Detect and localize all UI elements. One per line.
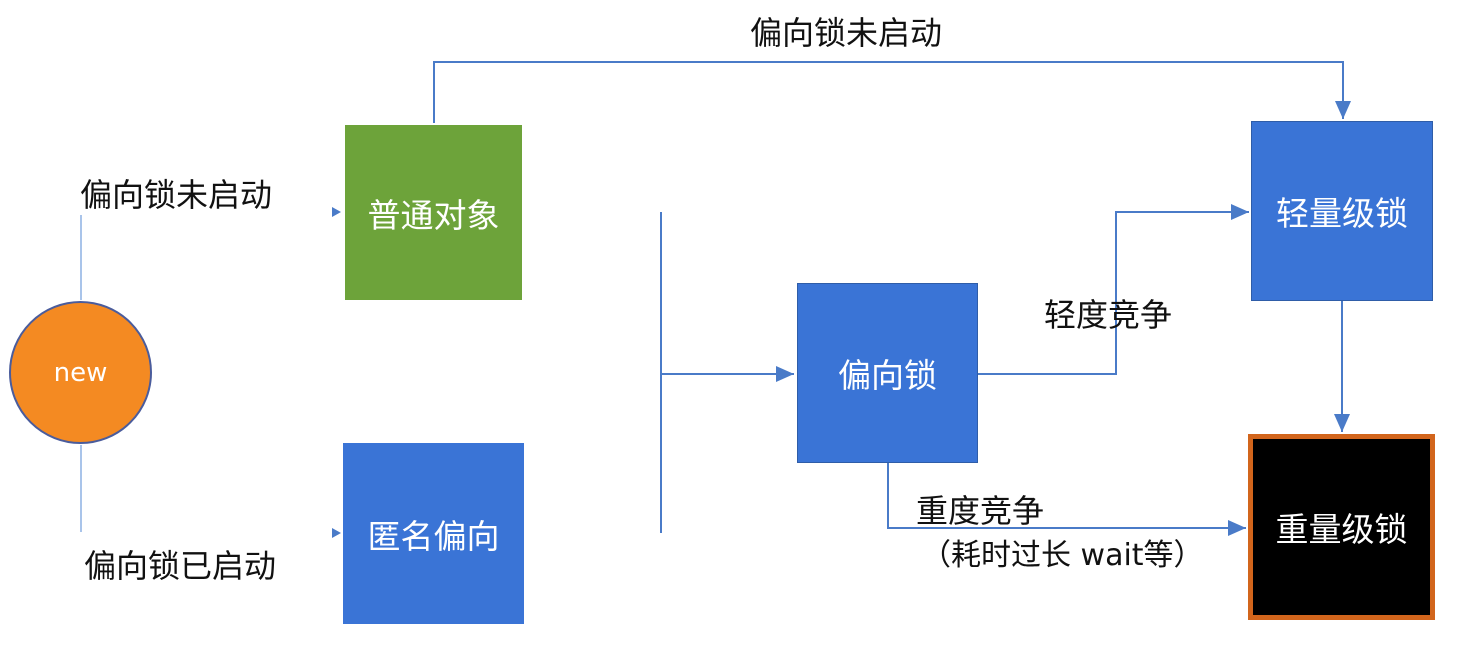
label-top-biased-not-enabled: 偏向锁未启动: [750, 14, 943, 52]
label-left-biased-not-enabled: 偏向锁未启动: [80, 176, 273, 214]
node-lightweight-lock: 轻量级锁: [1251, 121, 1433, 301]
edge-normal-to-lightweight: [433, 61, 1351, 123]
node-new: new: [9, 301, 152, 444]
arrow-into-anonymous-biased: [332, 528, 341, 538]
arrow-into-normal-object: [332, 207, 341, 217]
label-heavy-contention: 重度竞争: [916, 492, 1045, 530]
node-biased-lock: 偏向锁: [797, 283, 978, 463]
label-heavy-contention-note: （耗时过长 wait等）: [921, 538, 1204, 573]
label-light-contention: 轻度竞争: [1044, 296, 1173, 334]
label-left-biased-enabled: 偏向锁已启动: [84, 547, 277, 585]
edge-biased-to-lightweight: [978, 204, 1249, 375]
node-normal-object: 普通对象: [345, 125, 522, 300]
node-anonymous-biased: 匿名偏向: [343, 443, 524, 624]
node-heavyweight-lock: 重量级锁: [1248, 434, 1435, 620]
edge-biased-to-heavyweight: [887, 463, 1246, 536]
